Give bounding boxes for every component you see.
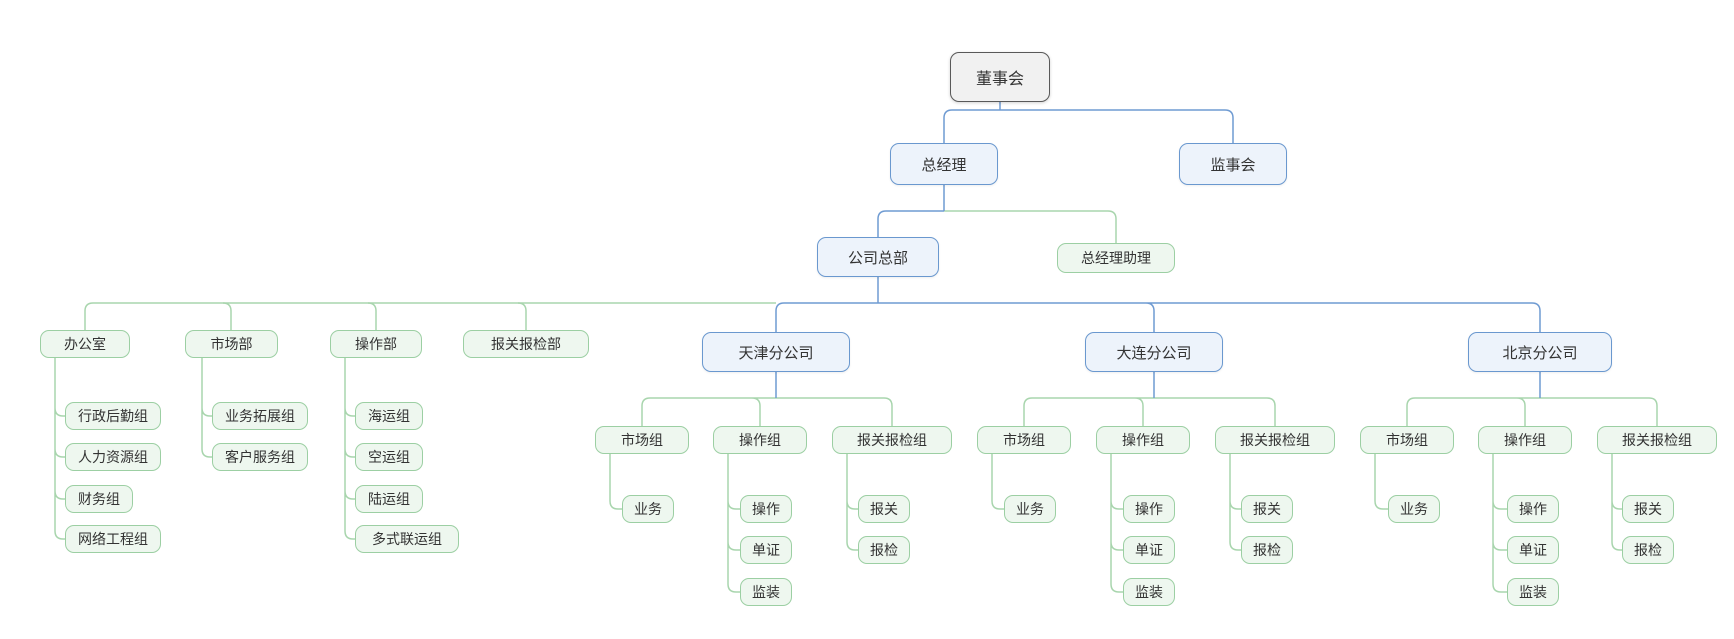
node-tianjin-inspection-declaration[interactable]: 报检 (858, 536, 910, 564)
node-tianjin-operation[interactable]: 操作 (740, 495, 792, 523)
node-branch-beijing[interactable]: 北京分公司 (1468, 332, 1612, 372)
node-dalian-customs-declaration[interactable]: 报关 (1241, 495, 1293, 523)
node-tianjin-loading-supervision[interactable]: 监装 (740, 578, 792, 606)
node-group-hr[interactable]: 人力资源组 (65, 443, 161, 471)
node-group-air-freight[interactable]: 空运组 (355, 443, 423, 471)
node-group-business-development[interactable]: 业务拓展组 (212, 402, 308, 430)
node-beijing-documentation[interactable]: 单证 (1507, 536, 1559, 564)
node-group-customer-service[interactable]: 客户服务组 (212, 443, 308, 471)
node-dept-office[interactable]: 办公室 (40, 330, 130, 358)
node-group-multimodal-transport[interactable]: 多式联运组 (355, 525, 459, 553)
node-beijing-inspection-declaration[interactable]: 报检 (1622, 536, 1674, 564)
node-beijing-loading-supervision[interactable]: 监装 (1507, 578, 1559, 606)
node-dept-customs[interactable]: 报关报检部 (463, 330, 589, 358)
node-tianjin-customs-group[interactable]: 报关报检组 (832, 426, 952, 454)
node-beijing-market-group[interactable]: 市场组 (1360, 426, 1454, 454)
node-beijing-operation[interactable]: 操作 (1507, 495, 1559, 523)
node-group-land-freight[interactable]: 陆运组 (355, 485, 423, 513)
node-general-manager[interactable]: 总经理 (890, 143, 998, 185)
node-beijing-ops-group[interactable]: 操作组 (1478, 426, 1572, 454)
node-dept-operations[interactable]: 操作部 (330, 330, 422, 358)
node-headquarters[interactable]: 公司总部 (817, 237, 939, 277)
node-group-sea-freight[interactable]: 海运组 (355, 402, 423, 430)
node-board[interactable]: 董事会 (950, 52, 1050, 102)
node-branch-dalian[interactable]: 大连分公司 (1085, 332, 1223, 372)
node-tianjin-customs-declaration[interactable]: 报关 (858, 495, 910, 523)
node-dept-marketing[interactable]: 市场部 (185, 330, 278, 358)
node-dalian-market-group[interactable]: 市场组 (977, 426, 1071, 454)
node-dalian-business[interactable]: 业务 (1004, 495, 1056, 523)
node-branch-tianjin[interactable]: 天津分公司 (702, 332, 850, 372)
node-dalian-documentation[interactable]: 单证 (1123, 536, 1175, 564)
node-tianjin-documentation[interactable]: 单证 (740, 536, 792, 564)
green-connectors (54, 210, 1658, 593)
node-dalian-customs-group[interactable]: 报关报检组 (1215, 426, 1335, 454)
node-supervisory-board[interactable]: 监事会 (1179, 143, 1287, 185)
node-tianjin-business[interactable]: 业务 (622, 495, 674, 523)
node-group-finance[interactable]: 财务组 (65, 485, 133, 513)
node-beijing-business[interactable]: 业务 (1388, 495, 1440, 523)
node-group-network-engineering[interactable]: 网络工程组 (65, 525, 161, 553)
node-beijing-customs-declaration[interactable]: 报关 (1622, 495, 1674, 523)
node-beijing-customs-group[interactable]: 报关报检组 (1597, 426, 1717, 454)
node-tianjin-ops-group[interactable]: 操作组 (713, 426, 807, 454)
node-dalian-loading-supervision[interactable]: 监装 (1123, 578, 1175, 606)
node-dalian-ops-group[interactable]: 操作组 (1096, 426, 1190, 454)
node-group-admin-logistics[interactable]: 行政后勤组 (65, 402, 161, 430)
node-gm-assistant[interactable]: 总经理助理 (1057, 243, 1175, 273)
blue-connectors (775, 102, 1541, 398)
node-tianjin-market-group[interactable]: 市场组 (595, 426, 689, 454)
node-dalian-inspection-declaration[interactable]: 报检 (1241, 536, 1293, 564)
node-dalian-operation[interactable]: 操作 (1123, 495, 1175, 523)
